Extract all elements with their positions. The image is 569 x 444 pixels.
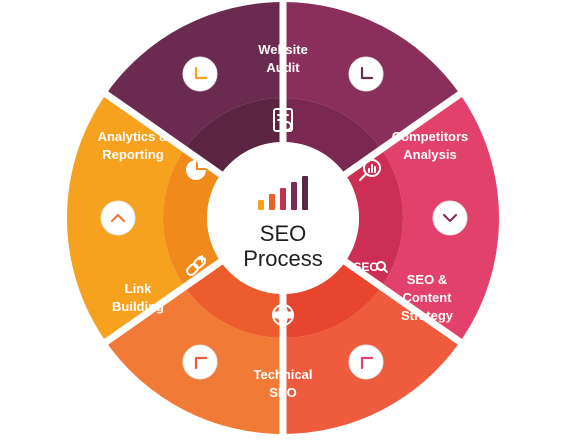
center-bar <box>291 182 297 210</box>
segment-inner-seo-content-strategy <box>283 98 382 175</box>
segment-inner-technical-seo <box>345 149 403 287</box>
dividers-layer <box>102 0 464 436</box>
label-seo-content-strategy: Strategy <box>401 308 454 323</box>
label-link-building: Building <box>112 299 164 314</box>
segment-inner-link-building <box>283 261 382 339</box>
label-technical-seo: Technical <box>253 367 312 382</box>
arrows-layer <box>100 56 468 380</box>
segment-inner-competitors-analysis <box>184 98 283 175</box>
arrow-bubble <box>348 344 384 380</box>
arrow-bubble <box>100 200 136 236</box>
chain-link-icon <box>186 255 206 276</box>
arrow-link-building <box>182 344 218 380</box>
arrow-technical-seo <box>348 344 384 380</box>
label-analytics-reporting: Analytics & <box>98 129 169 144</box>
label-seo-content-strategy: SEO & <box>407 272 447 287</box>
chevron-up-icon <box>110 213 126 223</box>
clipboard-icon <box>273 108 293 132</box>
icons-layer: SEO <box>186 108 388 326</box>
center-bar <box>302 176 308 210</box>
label-technical-seo: SEO <box>269 385 296 400</box>
chevron-down-left-icon <box>194 66 208 80</box>
center-title-line1: SEO <box>260 221 306 246</box>
arrow-analytics-reporting <box>100 200 136 236</box>
arrow-bubble <box>182 344 218 380</box>
chevron-down-left-icon <box>360 66 374 80</box>
segment-inner-analytics-reporting <box>184 261 283 338</box>
segment-inner-website-audit <box>163 149 221 287</box>
label-link-building: Link <box>125 281 152 296</box>
center-bar <box>258 200 264 210</box>
label-competitors-analysis: Analysis <box>403 147 456 162</box>
arrow-competitors-analysis <box>348 56 384 92</box>
segment-divider <box>102 257 225 346</box>
pie-slice <box>198 158 208 168</box>
arrow-website-audit <box>182 56 218 92</box>
chevron-down-icon <box>442 213 458 223</box>
center-circle <box>207 142 359 294</box>
pie-main <box>186 160 206 180</box>
inner-ring-layer <box>163 98 403 339</box>
pie-chart-icon <box>186 158 208 180</box>
arrow-bubble <box>432 200 468 236</box>
seo-icon-text: SEO <box>353 260 378 274</box>
segment-divider <box>341 257 464 346</box>
center-bar <box>269 194 275 210</box>
globe-band <box>274 311 292 319</box>
label-seo-content-strategy: Content <box>402 290 452 305</box>
arrow-bubble <box>182 56 218 92</box>
arrow-bubble <box>348 56 384 92</box>
chevron-up-left-icon <box>194 356 208 370</box>
center-bar-chart-icon <box>258 176 308 210</box>
label-analytics-reporting: Reporting <box>102 147 163 162</box>
center-bar <box>280 188 286 210</box>
seo-search-icon: SEO <box>353 260 388 274</box>
center-title-line2: Process <box>243 246 322 271</box>
label-website-audit: Audit <box>266 60 300 75</box>
segment-divider <box>341 90 464 179</box>
arrow-seo-content-strategy <box>432 200 468 236</box>
chevron-up-left-icon <box>360 356 374 370</box>
globe-seo-icon <box>272 304 294 326</box>
label-competitors-analysis: Competitors <box>392 129 469 144</box>
label-website-audit: Website <box>258 42 308 57</box>
magnify-chart-icon <box>359 159 381 181</box>
